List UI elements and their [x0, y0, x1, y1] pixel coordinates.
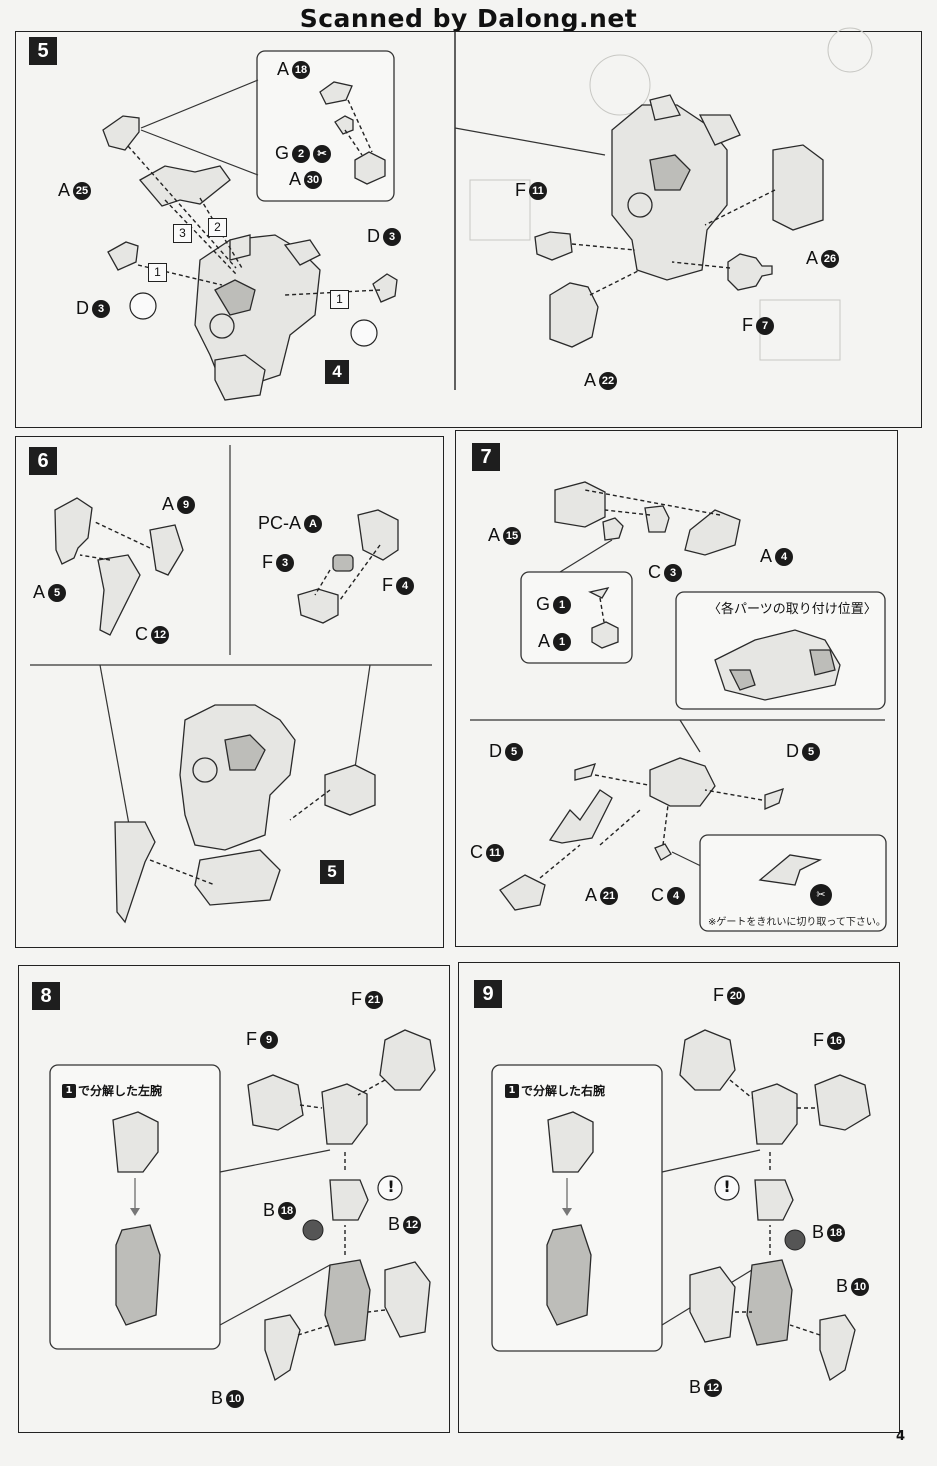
step-6-panel [15, 436, 444, 948]
sequence-marker: 3 [173, 224, 192, 243]
sequence-marker: 1 [148, 263, 167, 282]
step-7-panel [455, 430, 898, 947]
step-5-panel [15, 31, 922, 428]
page-number: 4 [895, 1429, 905, 1444]
sequence-marker: 1 [330, 290, 349, 309]
step-ref-5: 5 [320, 860, 344, 884]
step-ref-4: 4 [325, 360, 349, 384]
step-5-number: 5 [29, 37, 57, 65]
exclamation-icon: ! [723, 1177, 731, 1196]
exclamation-icon: ! [387, 1177, 395, 1196]
gate-note: ※ゲートをきれいに切り取って下さい。 [708, 917, 886, 928]
step-6-number: 6 [29, 447, 57, 475]
scanner-watermark: Scanned by Dalong.net [299, 4, 638, 33]
step-9-number: 9 [474, 980, 502, 1008]
step-7-number: 7 [472, 443, 500, 471]
nipper-icon: ✂ [313, 144, 332, 163]
step-8-panel [18, 965, 450, 1433]
sequence-marker: 2 [208, 218, 227, 237]
step-8-number: 8 [32, 982, 60, 1010]
step-9-panel [458, 962, 900, 1433]
position-guide-title: 〈各パーツの取り付け位置〉 [708, 602, 877, 617]
nipper-icon: ✂ [810, 884, 832, 906]
